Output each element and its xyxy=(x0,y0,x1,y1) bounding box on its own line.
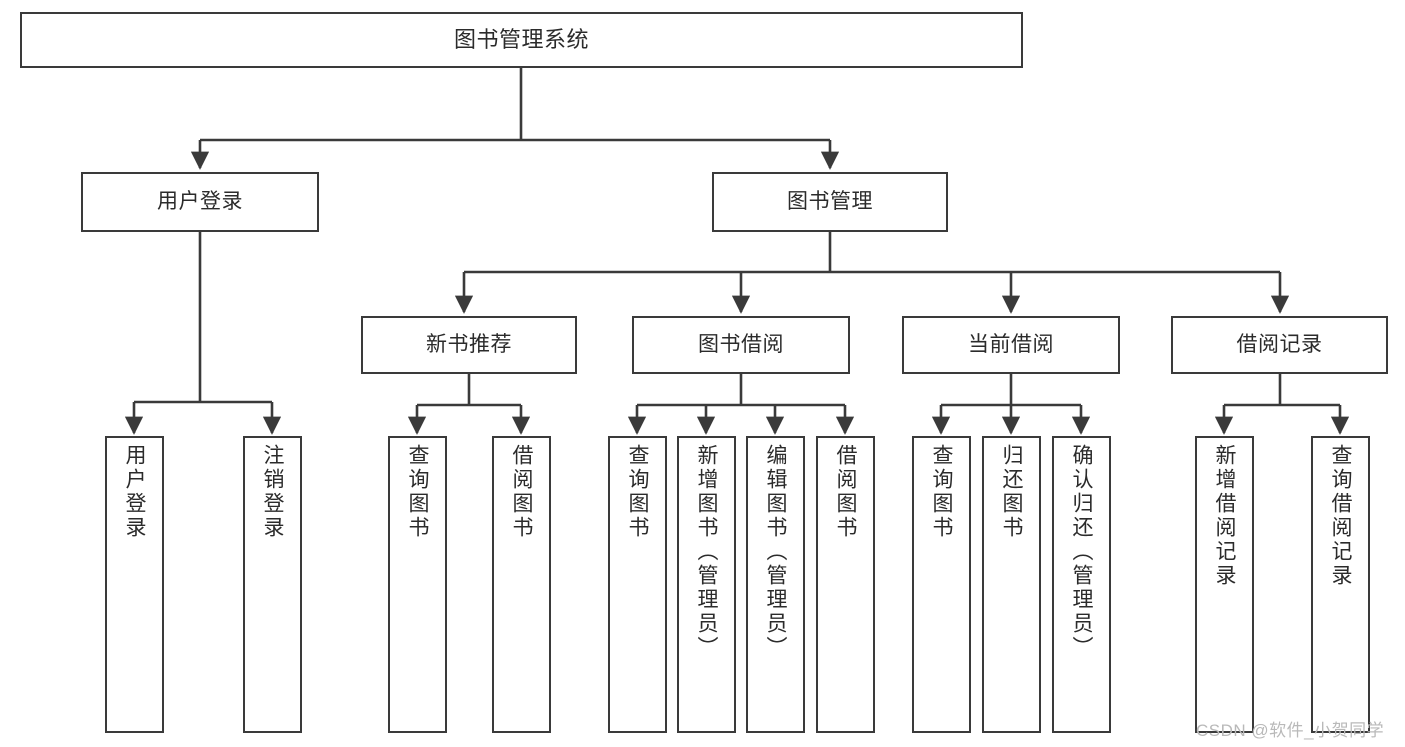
node-leaf-query-record[interactable]: 查询借阅记录 xyxy=(1311,436,1370,733)
node-leaf-borrow-book-2[interactable]: 借阅图书 xyxy=(816,436,875,733)
node-label: 新增借阅记录 xyxy=(1213,444,1236,588)
node-label: 当前借阅 xyxy=(968,332,1054,356)
node-label: 图书借阅 xyxy=(698,332,784,356)
node-label: 编辑图书（管理员） xyxy=(764,444,787,660)
node-current-borrow[interactable]: 当前借阅 xyxy=(902,316,1120,374)
node-user-login[interactable]: 用户登录 xyxy=(81,172,319,232)
node-label: 确认归还（管理员） xyxy=(1070,444,1093,660)
csdn-watermark: CSDN @软件_小贺同学 xyxy=(1196,721,1385,740)
node-label: 图书管理系统 xyxy=(453,27,589,53)
node-leaf-add-book[interactable]: 新增图书（管理员） xyxy=(677,436,736,733)
node-label: 新增图书（管理员） xyxy=(695,444,718,660)
node-leaf-query-book-1[interactable]: 查询图书 xyxy=(388,436,447,733)
node-label: 用户登录 xyxy=(157,189,243,213)
node-label: 借阅图书 xyxy=(510,444,533,540)
node-label: 查询图书 xyxy=(930,444,953,540)
node-leaf-confirm-return[interactable]: 确认归还（管理员） xyxy=(1052,436,1111,733)
node-label: 借阅记录 xyxy=(1236,332,1323,356)
node-leaf-return-book[interactable]: 归还图书 xyxy=(982,436,1041,733)
node-label: 查询借阅记录 xyxy=(1329,444,1352,588)
node-book-borrow[interactable]: 图书借阅 xyxy=(632,316,850,374)
node-leaf-add-record[interactable]: 新增借阅记录 xyxy=(1195,436,1254,733)
node-leaf-logout-login[interactable]: 注销登录 xyxy=(243,436,302,733)
node-new-book-recommend[interactable]: 新书推荐 xyxy=(361,316,577,374)
node-leaf-user-login[interactable]: 用户登录 xyxy=(105,436,164,733)
node-label: 归还图书 xyxy=(1000,444,1023,540)
node-root-book-management-system[interactable]: 图书管理系统 xyxy=(20,12,1023,68)
node-borrow-record[interactable]: 借阅记录 xyxy=(1171,316,1388,374)
node-leaf-edit-book[interactable]: 编辑图书（管理员） xyxy=(746,436,805,733)
node-label: 新书推荐 xyxy=(426,332,512,356)
node-leaf-query-book-3[interactable]: 查询图书 xyxy=(912,436,971,733)
node-label: 查询图书 xyxy=(406,444,429,540)
node-label: 借阅图书 xyxy=(834,444,857,540)
node-label: 查询图书 xyxy=(626,444,649,540)
node-label: 注销登录 xyxy=(261,444,284,540)
node-label: 图书管理 xyxy=(787,189,873,213)
node-leaf-borrow-book-1[interactable]: 借阅图书 xyxy=(492,436,551,733)
node-book-management[interactable]: 图书管理 xyxy=(712,172,948,232)
node-leaf-query-book-2[interactable]: 查询图书 xyxy=(608,436,667,733)
node-label: 用户登录 xyxy=(123,444,146,540)
